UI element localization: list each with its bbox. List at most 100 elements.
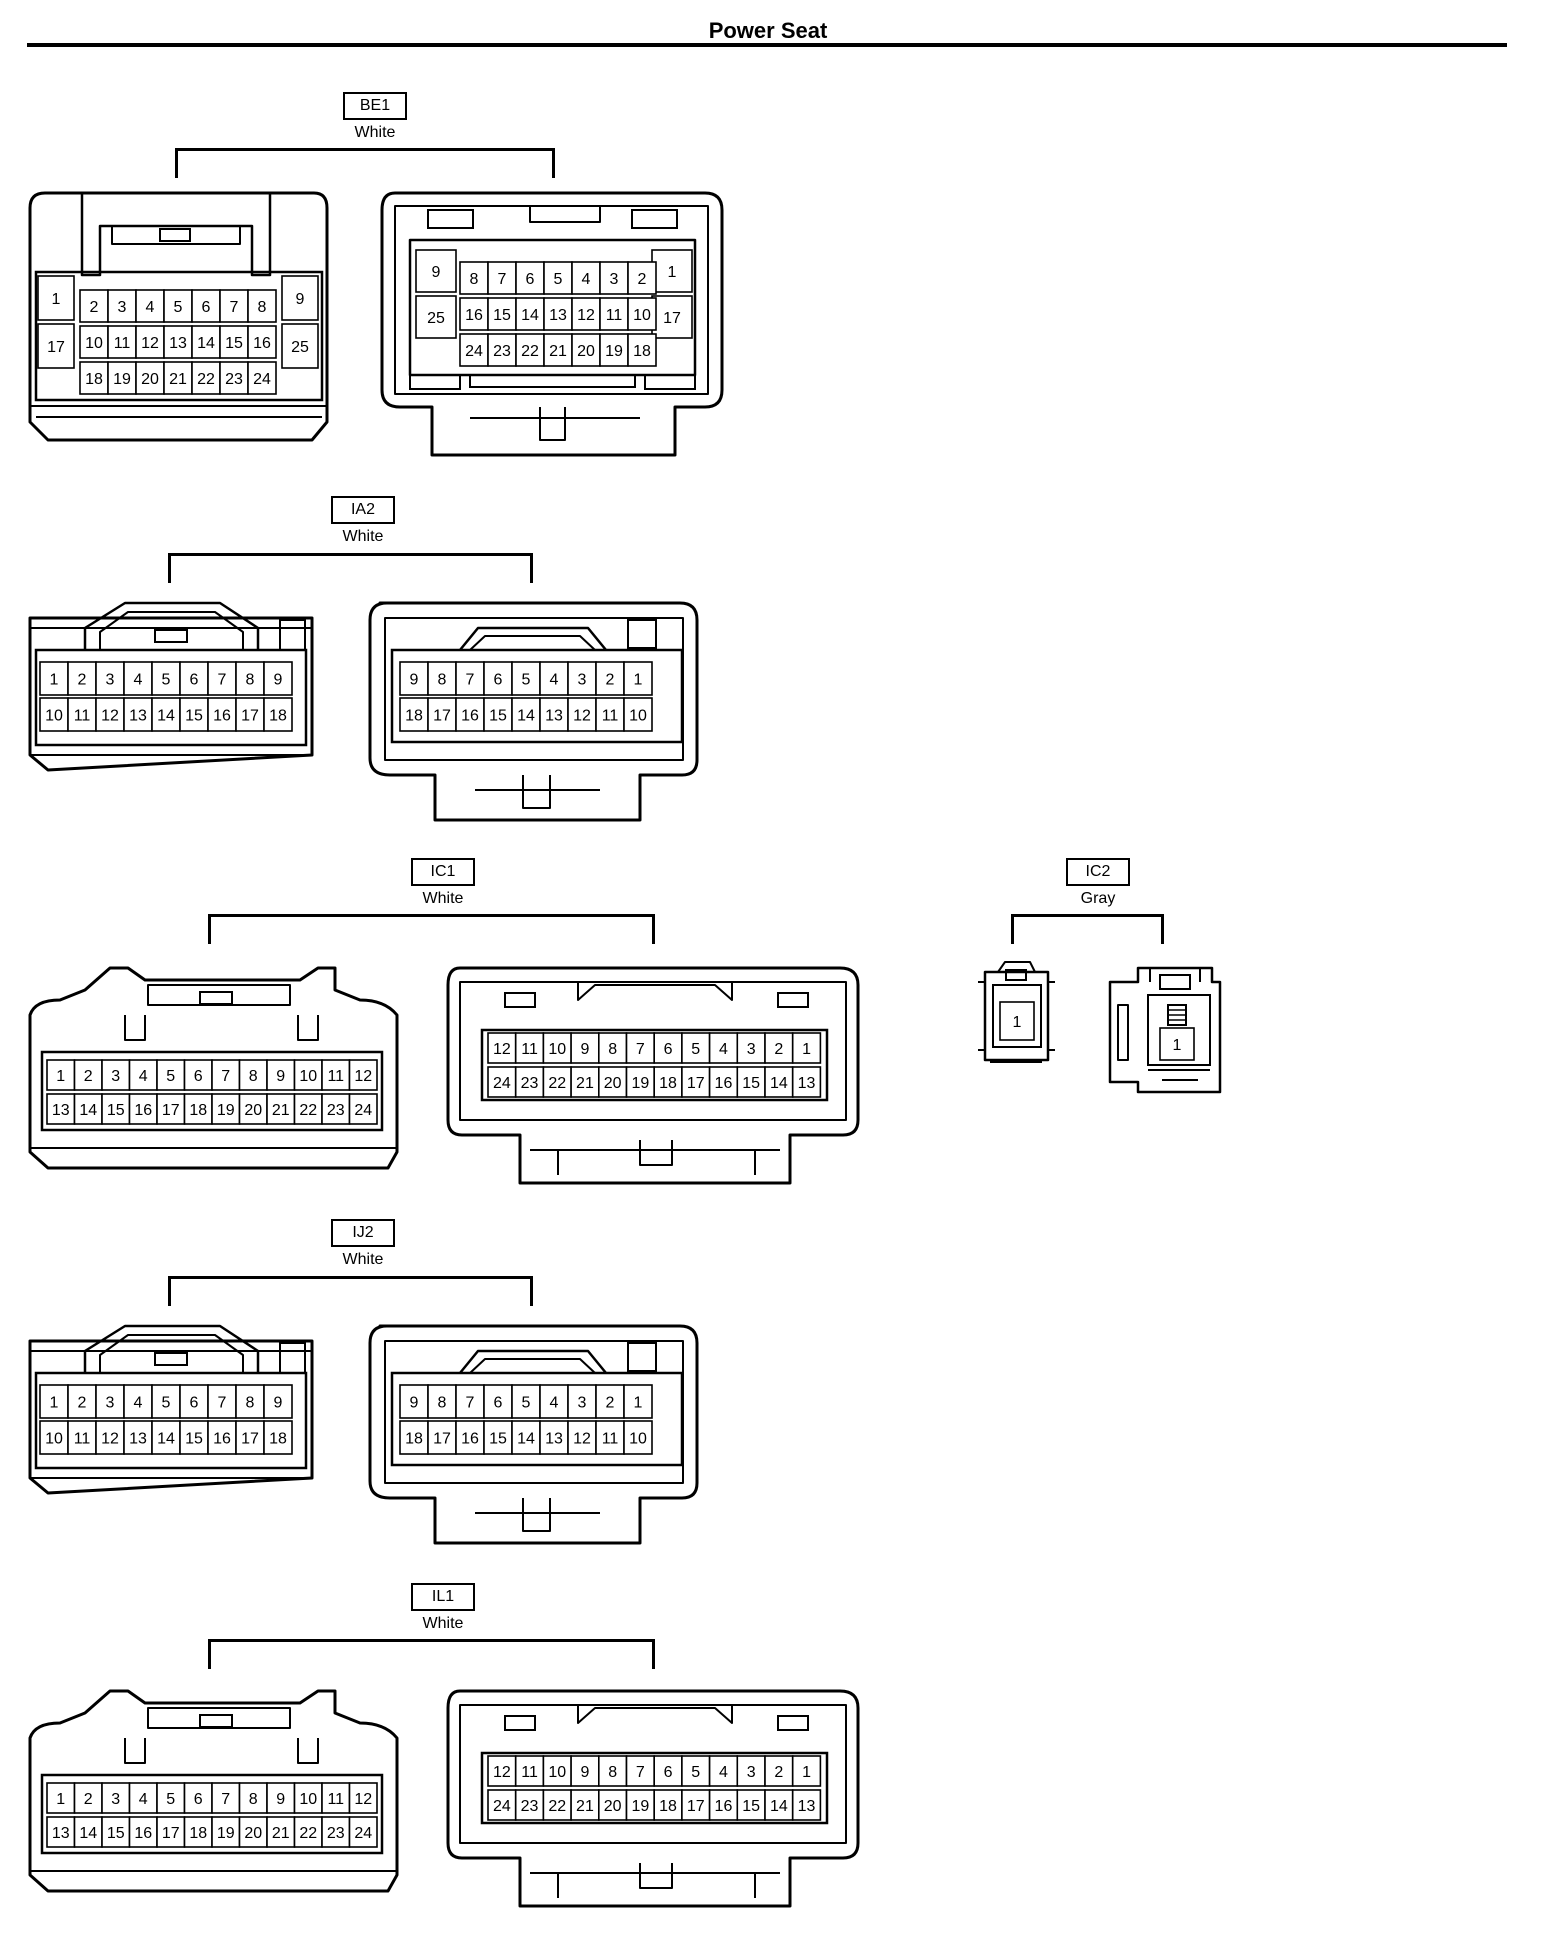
pin-cavity	[207, 1384, 237, 1419]
pin-number: 7	[218, 1395, 227, 1412]
pin-cavity	[708, 1755, 739, 1787]
housing-outline	[469, 635, 596, 651]
pin-cavity	[427, 1384, 457, 1419]
pin-number: 19	[631, 1798, 649, 1815]
pin-cavity	[542, 1755, 572, 1787]
pin-cavity	[681, 1755, 711, 1787]
housing-outline	[28, 191, 329, 442]
pin-cavity	[156, 1782, 186, 1814]
pin-number: 17	[433, 1431, 451, 1448]
pin-cavity	[487, 333, 517, 367]
pin-number: 8	[246, 1395, 255, 1412]
pin-number: 13	[798, 1798, 816, 1815]
housing-outline	[577, 982, 733, 1001]
pin-cavity	[399, 697, 429, 732]
bracket-ic1	[208, 914, 655, 944]
pin-cavity	[543, 297, 573, 331]
housing-outline	[978, 981, 1055, 1051]
pin-number: 9	[274, 1395, 283, 1412]
connector-color-be1: White	[354, 124, 396, 141]
pin-cavity	[266, 1816, 296, 1848]
pin-number: 20	[604, 1075, 622, 1092]
pin-number: 9	[296, 291, 305, 308]
pin-number: 4	[134, 1395, 143, 1412]
pin-number: 12	[577, 307, 595, 324]
pin-cavity	[653, 1032, 683, 1064]
pin-number: 21	[576, 1075, 594, 1092]
pin-number: 19	[217, 1825, 235, 1842]
housing-outline	[28, 616, 314, 772]
pin-cavity	[135, 361, 165, 395]
pin-number: 5	[691, 1764, 700, 1781]
pin-number: 12	[101, 1431, 119, 1448]
pin-number: 16	[253, 335, 271, 352]
pin-number: 17	[687, 1075, 705, 1092]
pin-number: 11	[74, 708, 91, 725]
pin-number: 15	[489, 708, 507, 725]
pin-number: 2	[90, 299, 99, 316]
pin-cavity	[321, 1782, 351, 1814]
pin-number: 7	[466, 1395, 475, 1412]
pin-cavity	[681, 1032, 711, 1064]
pin-number: 18	[85, 371, 103, 388]
pin-number: 2	[606, 672, 615, 689]
pin-cavity	[539, 661, 569, 696]
pin-cavity	[487, 297, 517, 331]
housing-detail	[159, 228, 191, 242]
pin-number: 14	[770, 1075, 788, 1092]
pin-cavity	[708, 1789, 739, 1821]
pin-number: 2	[84, 1791, 93, 1808]
housing-outline	[475, 775, 600, 809]
pin-number: 15	[742, 1798, 760, 1815]
pin-cavity	[266, 1782, 296, 1814]
title-rule	[27, 43, 1507, 47]
pin-number: 1	[56, 1068, 65, 1085]
pin-number: 18	[659, 1798, 677, 1815]
pin-number: 15	[489, 1431, 507, 1448]
pin-cavity	[128, 1782, 158, 1814]
pin-cavity	[247, 325, 277, 359]
pin-number: 2	[78, 1395, 87, 1412]
pin-cavity	[39, 697, 69, 732]
housing-outline	[530, 1140, 780, 1175]
pin-number: 14	[521, 307, 539, 324]
connector-code-ia2: IA2	[331, 496, 395, 524]
housing-outline	[28, 1339, 314, 1495]
pin-number: 15	[107, 1825, 125, 1842]
pin-number: 15	[225, 335, 243, 352]
housing-outline	[446, 1689, 860, 1908]
pin-number: 6	[190, 672, 199, 689]
housing-outline	[997, 961, 1036, 973]
pin-cavity	[95, 1420, 125, 1455]
pin-number: 6	[664, 1041, 673, 1058]
pin-cavity	[736, 1755, 766, 1787]
pin-cavity	[128, 1093, 158, 1125]
housing-outline	[384, 1340, 684, 1484]
pin-number: 24	[354, 1102, 372, 1119]
pin-number: 18	[405, 1431, 423, 1448]
pin-number: 17	[663, 310, 681, 327]
pin-number: 13	[129, 708, 147, 725]
pin-number: 22	[521, 343, 539, 360]
pin-number: 17	[687, 1798, 705, 1815]
pin-number: 19	[217, 1102, 235, 1119]
pin-cavity	[73, 1059, 103, 1091]
connector-color-ic2: Gray	[1080, 890, 1116, 907]
housing-outline	[459, 1349, 607, 1374]
pin-number: 9	[580, 1041, 589, 1058]
pin-number: 23	[493, 343, 511, 360]
pin-number: 6	[664, 1764, 673, 1781]
pin-cavity	[235, 1420, 265, 1455]
housing-outline	[83, 1324, 260, 1373]
pin-cavity	[183, 1816, 213, 1848]
pin-number: 13	[52, 1102, 70, 1119]
housing-detail	[631, 209, 678, 229]
pin-number: 11	[602, 708, 619, 725]
pin-number: 18	[269, 1431, 287, 1448]
pin-number: 6	[202, 299, 211, 316]
housing-outline	[28, 1689, 399, 1893]
pin-number: 12	[354, 1791, 372, 1808]
pin-cavity	[681, 1066, 711, 1098]
connector-color-il1: White	[422, 1615, 464, 1632]
housing-outline	[1168, 1009, 1186, 1021]
